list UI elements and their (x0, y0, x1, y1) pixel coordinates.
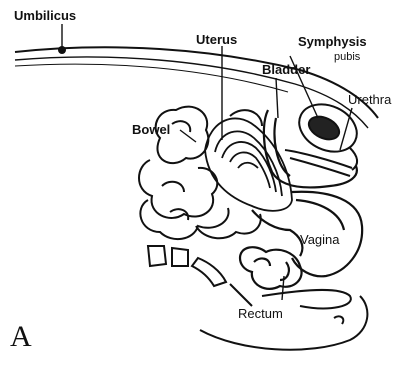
label-bowel: Bowel (132, 122, 170, 137)
label-bladder: Bladder (262, 62, 310, 77)
sacrum-vertebrae (148, 246, 252, 306)
label-symphysis: Symphysis (298, 34, 367, 49)
panel-letter: A (10, 320, 32, 353)
perineum-outline (200, 290, 367, 350)
rectum-shape (240, 247, 302, 289)
label-umbilicus: Umbilicus (14, 8, 76, 23)
label-urethra: Urethra (348, 92, 392, 107)
urethra-shape (285, 150, 352, 176)
label-uterus: Uterus (196, 32, 237, 47)
label-rectum: Rectum (238, 306, 283, 321)
label-pubis: pubis (334, 51, 361, 63)
abdominal-wall (15, 47, 378, 128)
uterus-shape (205, 118, 292, 210)
label-vagina: Vagina (300, 232, 340, 247)
